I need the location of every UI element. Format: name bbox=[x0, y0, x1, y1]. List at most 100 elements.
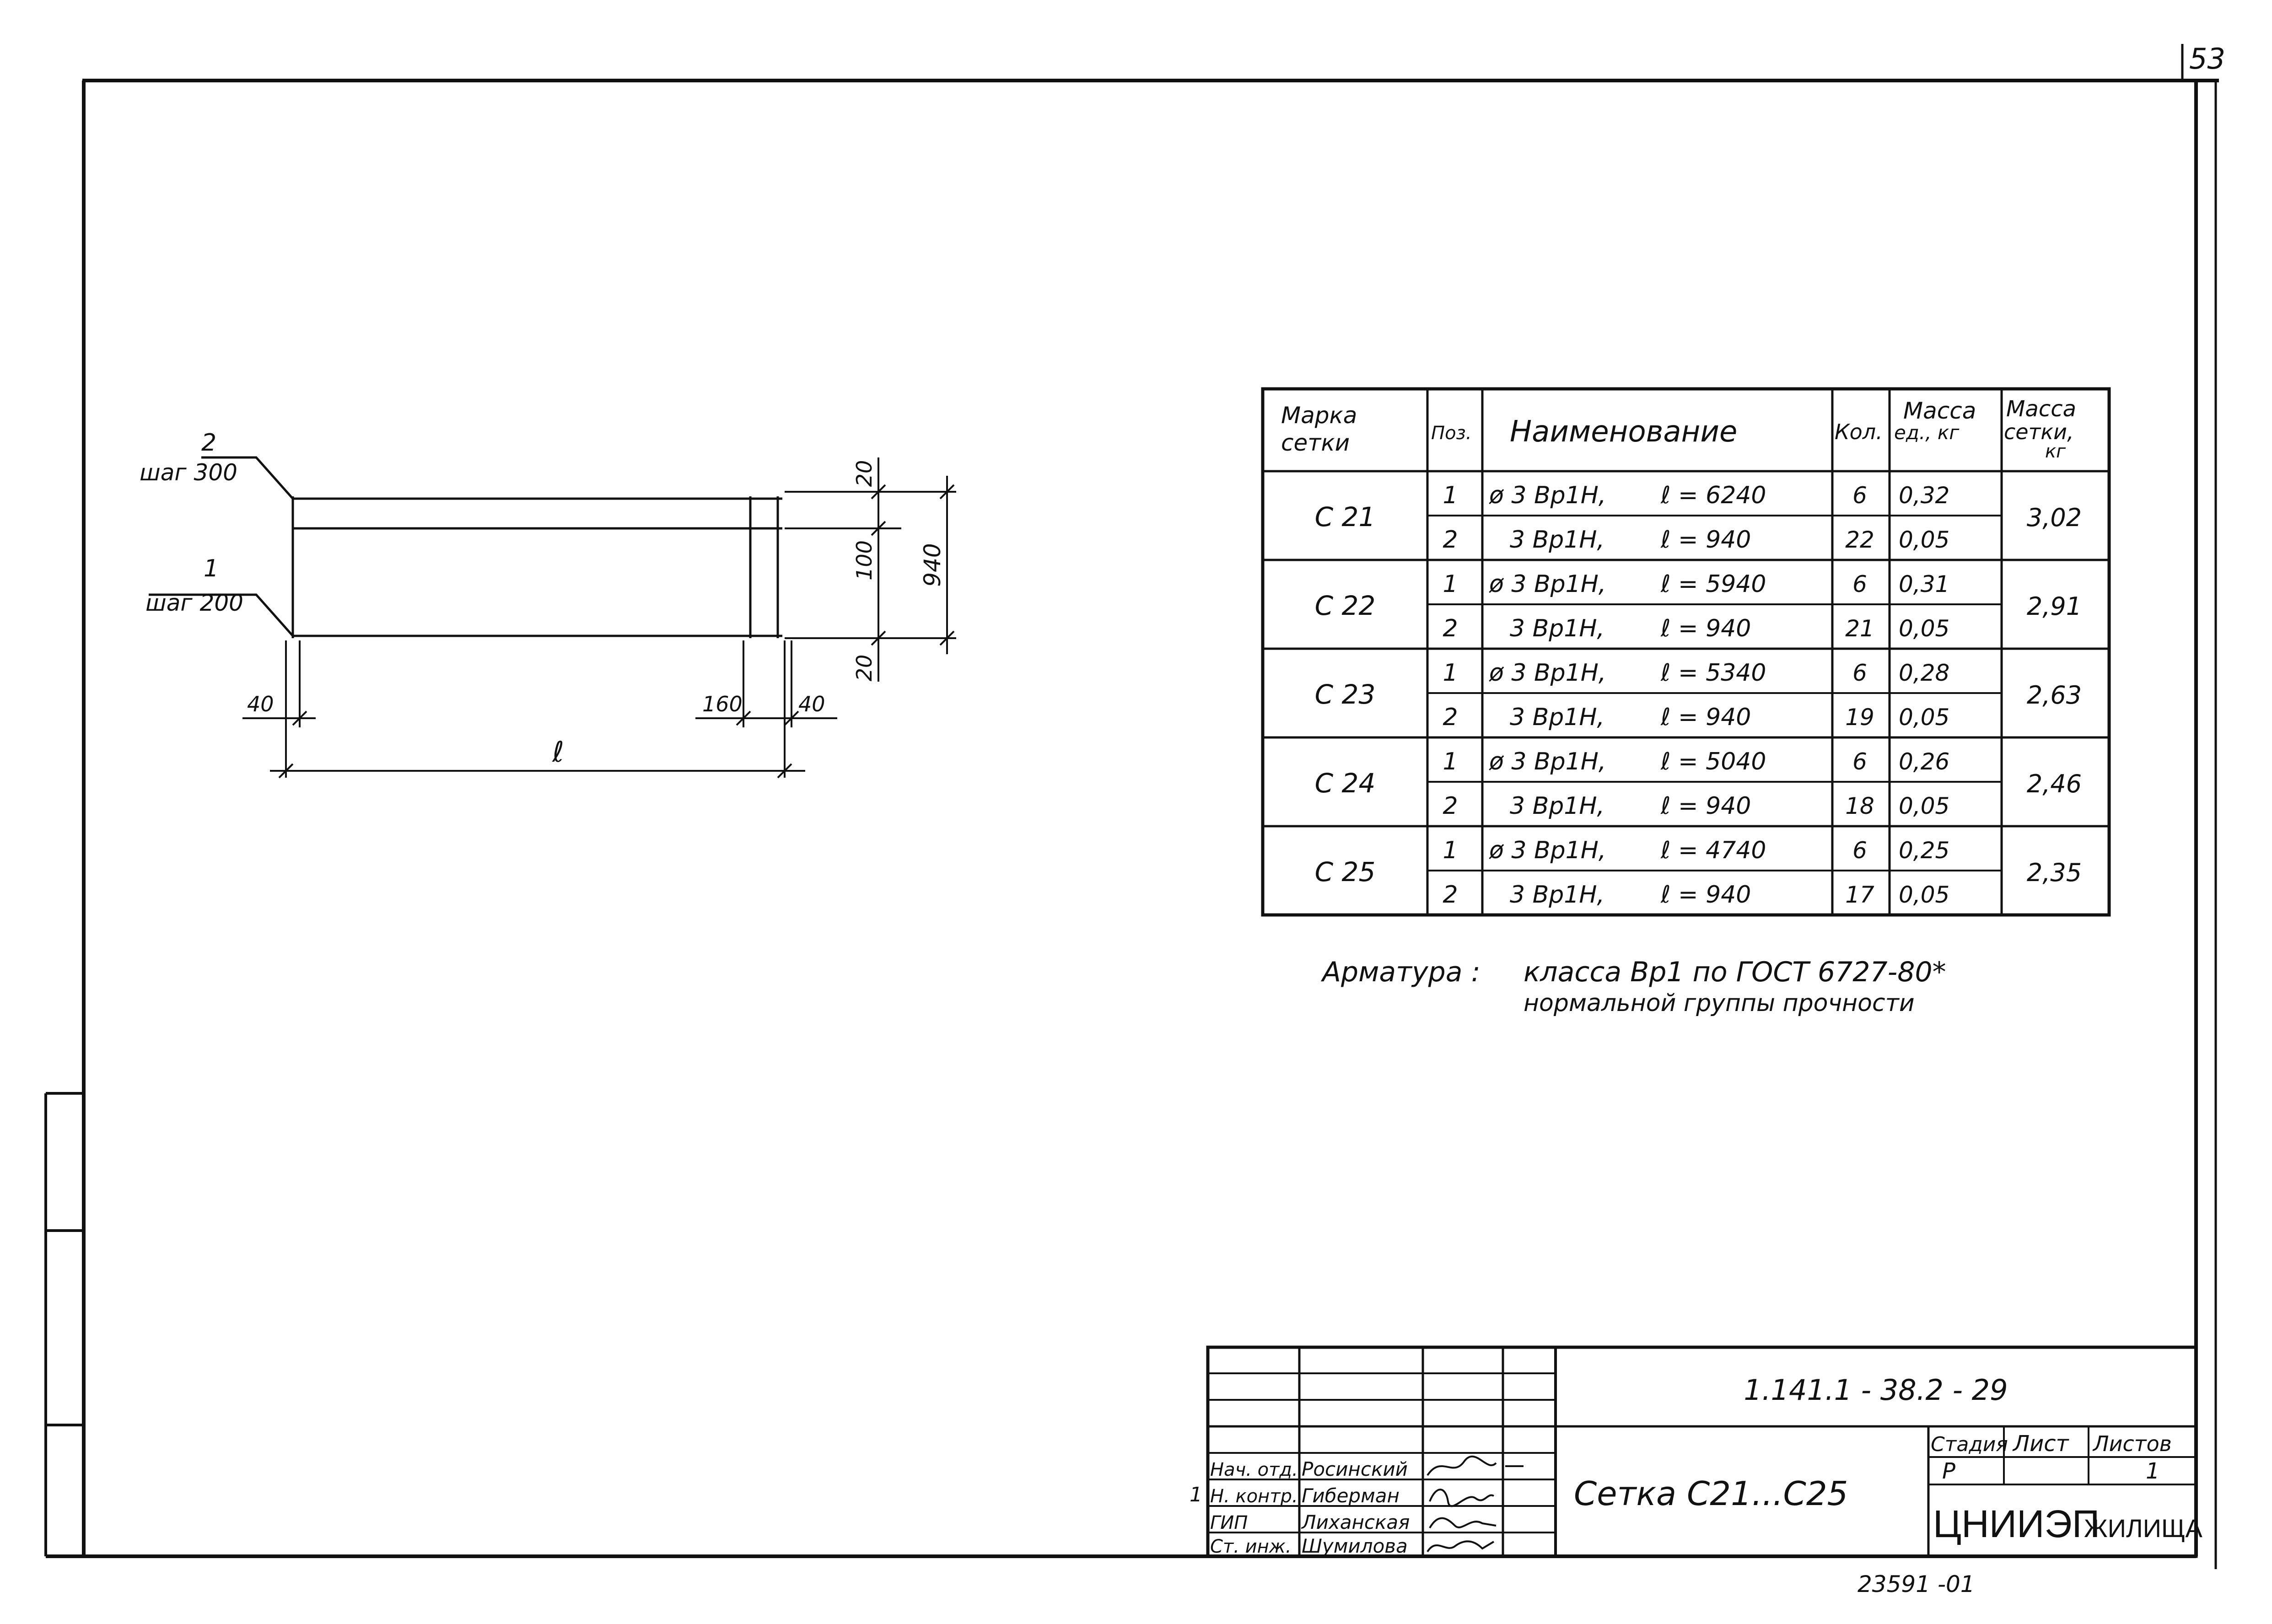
row-pos: 2 bbox=[1443, 792, 1458, 820]
mesh-mass: 2,46 bbox=[2027, 769, 2082, 798]
note-line2: нормальной группы прочности bbox=[1524, 989, 1915, 1017]
table-row: 1 ø 3 Вр1Н, ℓ = 5040 6 0,26 bbox=[1443, 748, 1949, 775]
table-header: Марка сетки Поз. Наименование Кол. Масса… bbox=[1281, 396, 2076, 462]
table-group: С 25 2,35 1 ø 3 Вр1Н, ℓ = 4740 6 0,25 2 … bbox=[1315, 837, 2082, 909]
row-length: ℓ = 940 bbox=[1660, 615, 1751, 642]
staff-row: Нач. отд. Росинский bbox=[1210, 1455, 1524, 1480]
table-row: 2 3 Вр1Н, ℓ = 940 21 0,05 bbox=[1443, 615, 1949, 642]
row-length: ℓ = 940 bbox=[1660, 792, 1751, 820]
row-qty: 22 bbox=[1845, 527, 1874, 553]
staff-row: ГИП Лиханская bbox=[1210, 1511, 1497, 1533]
row-pos: 1 bbox=[1443, 570, 1458, 598]
header-unit-mass-1: Масса bbox=[1903, 398, 1976, 424]
table-group: С 22 2,91 1 ø 3 Вр1Н, ℓ = 5940 6 0,31 2 … bbox=[1315, 570, 2082, 642]
table-row: 1 ø 3 Вр1Н, ℓ = 5940 6 0,31 bbox=[1443, 570, 1949, 598]
row-unit-mass: 0,26 bbox=[1899, 748, 1949, 775]
footer-number: 23591 -01 bbox=[1857, 1571, 1975, 1597]
row-length: ℓ = 5340 bbox=[1660, 659, 1766, 687]
row-name: 3 Вр1Н, bbox=[1510, 881, 1604, 909]
document-title: Сетка С21...С25 bbox=[1574, 1474, 1848, 1513]
row-qty: 6 bbox=[1852, 571, 1867, 597]
staff-name: Лиханская bbox=[1301, 1511, 1410, 1533]
table-group: С 21 3,02 1 ø 3 Вр1Н, ℓ = 6240 6 0,32 2 … bbox=[1315, 482, 2082, 554]
row-name: ø 3 Вр1Н, bbox=[1489, 659, 1606, 687]
row-qty: 6 bbox=[1852, 748, 1867, 775]
row-name: ø 3 Вр1Н, bbox=[1489, 570, 1606, 598]
table-group: С 24 2,46 1 ø 3 Вр1Н, ℓ = 5040 6 0,26 2 … bbox=[1315, 748, 2082, 820]
header-mesh-mass-3: кг bbox=[2045, 441, 2066, 462]
staff-name: Гиберман bbox=[1302, 1484, 1400, 1507]
row-unit-mass: 0,05 bbox=[1899, 704, 1949, 731]
signature-image bbox=[1429, 1489, 1494, 1507]
row-length: ℓ = 6240 bbox=[1660, 482, 1766, 509]
header-mesh-mass-1: Масса bbox=[2006, 396, 2076, 422]
row-unit-mass: 0,05 bbox=[1899, 882, 1949, 908]
sheets-value: 1 bbox=[2146, 1458, 2160, 1484]
row-length: ℓ = 4740 bbox=[1660, 837, 1766, 864]
row-pos: 2 bbox=[1443, 881, 1458, 909]
row-length: ℓ = 5040 bbox=[1660, 748, 1766, 775]
sheet-frame bbox=[44, 44, 2219, 1569]
row-pos: 2 bbox=[1443, 704, 1458, 731]
mesh-mass: 2,91 bbox=[2027, 592, 2082, 621]
dim-left: 40 bbox=[247, 692, 274, 716]
mesh-drawing: 2 шаг 300 1 шаг 200 20 100 20 940 bbox=[140, 429, 956, 779]
row-pos: 1 bbox=[1443, 748, 1458, 775]
document-code: 1.141.1 - 38.2 - 29 bbox=[1744, 1373, 2008, 1407]
table-row: 2 3 Вр1Н, ℓ = 940 22 0,05 bbox=[1443, 526, 1949, 554]
staff-row: Н. контр. Гиберман bbox=[1210, 1484, 1494, 1507]
stage-value: Р bbox=[1942, 1458, 1955, 1484]
note-label: Арматура : bbox=[1320, 956, 1481, 988]
mesh-mark: С 23 bbox=[1315, 679, 1376, 710]
row-qty: 6 bbox=[1852, 660, 1867, 686]
header-qty: Кол. bbox=[1835, 419, 1883, 444]
row-name: ø 3 Вр1Н, bbox=[1489, 748, 1606, 775]
staff-role: Нач. отд. bbox=[1210, 1459, 1298, 1480]
row-unit-mass: 0,25 bbox=[1899, 837, 1949, 864]
mesh-mark: С 21 bbox=[1315, 501, 1376, 532]
row-unit-mass: 0,05 bbox=[1899, 793, 1949, 819]
row-length: ℓ = 940 bbox=[1660, 526, 1751, 554]
title-block-grid bbox=[1206, 1345, 2198, 1558]
note-line1: класса Вр1 по ГОСТ 6727-80* bbox=[1524, 956, 1946, 988]
revision-mark: 1 bbox=[1190, 1483, 1202, 1506]
header-unit-mass-2: ед., кг bbox=[1894, 421, 1960, 444]
dim-top: 20 bbox=[852, 460, 877, 487]
row-name: 3 Вр1Н, bbox=[1510, 792, 1604, 820]
table-group: С 23 2,63 1 ø 3 Вр1Н, ℓ = 5340 6 0,28 2 … bbox=[1315, 659, 2082, 731]
staff-role: ГИП bbox=[1210, 1512, 1248, 1533]
table-grid bbox=[1261, 387, 2111, 917]
sheet-header: Лист bbox=[2012, 1431, 2070, 1457]
staff-role: Ст. инж. bbox=[1210, 1536, 1292, 1557]
dim-middle: 100 bbox=[852, 540, 877, 581]
vertical-dimensions bbox=[785, 457, 956, 682]
header-mark-1: Марка bbox=[1281, 402, 1357, 429]
table-row: 1 ø 3 Вр1Н, ℓ = 6240 6 0,32 bbox=[1443, 482, 1949, 509]
reinforcement-note: Арматура : класса Вр1 по ГОСТ 6727-80* н… bbox=[1320, 956, 1946, 1017]
row-name: 3 Вр1Н, bbox=[1510, 526, 1604, 554]
row-name: 3 Вр1Н, bbox=[1510, 704, 1604, 731]
mesh-mass: 2,35 bbox=[2027, 858, 2082, 887]
table-row: 2 3 Вр1Н, ℓ = 940 19 0,05 bbox=[1443, 704, 1949, 731]
organization-name: ЦНИИЭП bbox=[1933, 1502, 2100, 1545]
row-pos: 1 bbox=[1443, 837, 1458, 864]
row-qty: 21 bbox=[1845, 615, 1874, 642]
row-qty: 19 bbox=[1845, 704, 1874, 731]
header-name: Наименование bbox=[1510, 415, 1737, 449]
mesh-mark: С 24 bbox=[1315, 768, 1376, 799]
page-number: 53 bbox=[2189, 42, 2225, 75]
title-block: 1.141.1 - 38.2 - 29 Сетка С21...С25 Стад… bbox=[1190, 1345, 2202, 1558]
pos2-step: шаг 300 bbox=[140, 459, 237, 486]
dim-total: 940 bbox=[919, 543, 946, 586]
table-row: 2 3 Вр1Н, ℓ = 940 17 0,05 bbox=[1443, 881, 1949, 909]
mesh-mass: 3,02 bbox=[2027, 503, 2082, 532]
table-row: 2 3 Вр1Н, ℓ = 940 18 0,05 bbox=[1443, 792, 1949, 820]
row-pos: 2 bbox=[1443, 615, 1458, 642]
staff-list: Нач. отд. Росинский Н. контр. Гиберман Г… bbox=[1210, 1455, 1524, 1557]
staff-role: Н. контр. bbox=[1210, 1486, 1298, 1507]
dim-right: 40 bbox=[798, 692, 825, 716]
mesh-mass: 2,63 bbox=[2027, 681, 2082, 710]
dim-bottom: 20 bbox=[852, 655, 877, 682]
